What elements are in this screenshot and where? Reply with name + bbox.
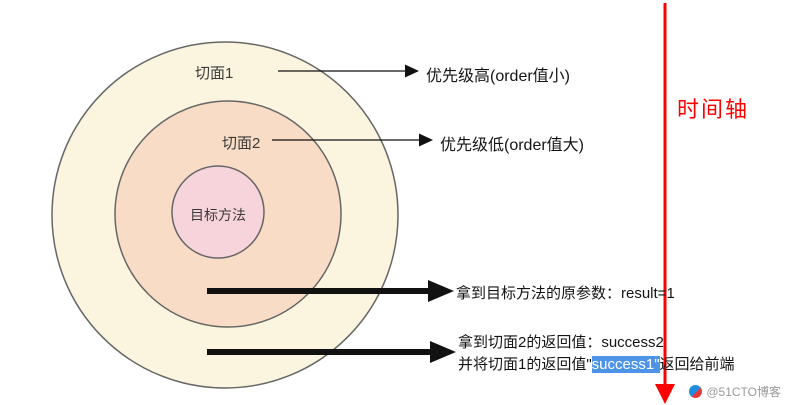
51cto-logo-icon: [689, 385, 703, 398]
return-line2-pre: 并将切面1的返回值": [458, 356, 592, 373]
watermark-text: @51CTO博客: [706, 385, 781, 399]
target-method-ring: [171, 165, 265, 259]
priority-high-arrowhead-icon: [405, 64, 419, 78]
priority-low-arrowhead-icon: [419, 133, 433, 147]
timeline-label: 时间轴: [677, 97, 750, 122]
aspect2-label: 切面2: [222, 135, 261, 152]
priority-high-text: 优先级高(order值小): [426, 68, 571, 85]
priority-low-text: 优先级低(order值大): [440, 137, 585, 154]
param-result-text: 拿到目标方法的原参数：result=1: [456, 285, 675, 302]
timeline-arrowhead-icon: [655, 384, 675, 404]
return-line2-post: 返回给前端: [659, 356, 735, 373]
param-result-arrowhead-icon: [428, 280, 454, 302]
return-value-arrowhead-icon: [430, 341, 456, 363]
aspect1-label: 切面1: [195, 65, 234, 82]
return-value-line1-text: 拿到切面2的返回值：success2: [458, 334, 664, 351]
return-line2-highlight: success1": [591, 356, 660, 373]
return-value-line2-text: 并将切面1的返回值"success1"返回给前端: [458, 353, 735, 374]
target-method-label: 目标方法: [190, 207, 246, 223]
watermark: @51CTO博客: [689, 383, 781, 400]
